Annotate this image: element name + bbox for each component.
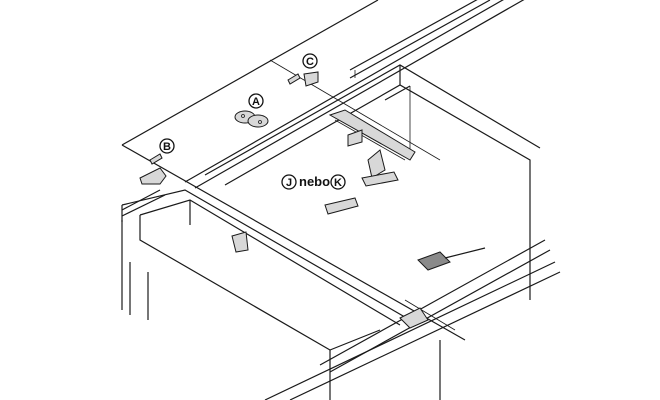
hinge-k (361, 149, 399, 187)
corner-plate (399, 307, 429, 329)
hinge-j (324, 197, 359, 215)
fitting-a (234, 110, 269, 128)
connector-text: nebo (299, 174, 330, 189)
svg-text:A: A (252, 96, 260, 108)
label-j: J (281, 174, 297, 190)
label-k: K (330, 174, 346, 190)
svg-text:K: K (334, 177, 342, 189)
label-b: B (159, 138, 175, 154)
svg-text:J: J (286, 177, 292, 189)
slide-mechanism (328, 109, 416, 161)
foot-plate (417, 247, 486, 271)
table-frame-lines (121, 0, 561, 400)
fitting-b (139, 153, 167, 185)
label-a: A (248, 93, 264, 109)
bracket (231, 231, 249, 253)
fitting-c (287, 71, 319, 87)
svg-text:B: B (163, 141, 171, 153)
label-c: C (302, 53, 318, 69)
svg-text:C: C (306, 56, 314, 68)
